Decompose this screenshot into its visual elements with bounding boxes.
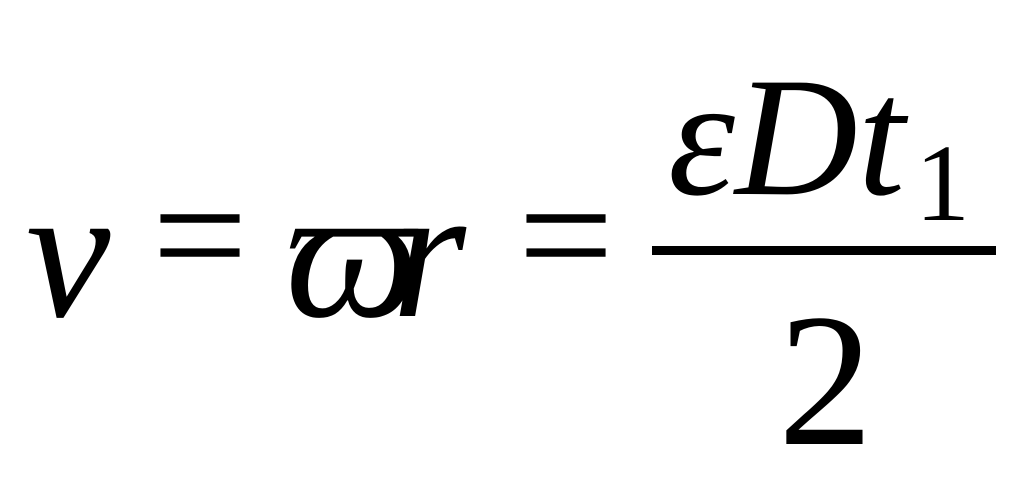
fraction-numerator-subscript: 1 xyxy=(915,122,970,244)
radius-symbol: r xyxy=(392,148,466,358)
fraction-numerator: εDt xyxy=(668,43,905,231)
fraction-bar xyxy=(652,246,996,255)
equals-sign-2: = xyxy=(518,141,614,329)
omega-symbol: ϖ xyxy=(285,148,420,358)
fraction-denominator: 2 xyxy=(778,276,873,486)
equals-sign-1: = xyxy=(152,141,248,329)
velocity-symbol: v xyxy=(26,148,111,358)
equation: v = ϖ r = εDt 1 2 xyxy=(26,43,996,486)
